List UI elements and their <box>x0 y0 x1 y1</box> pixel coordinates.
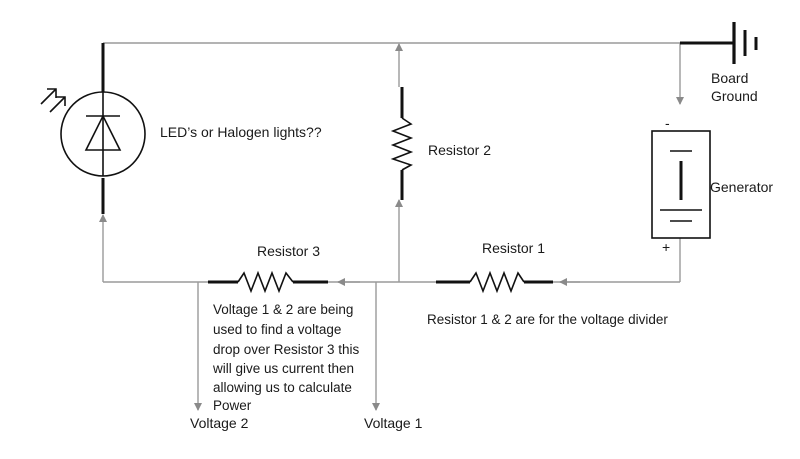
measurement-note-line: will give us current then <box>212 361 354 376</box>
led-symbol-icon <box>40 88 146 177</box>
voltage-probes <box>194 282 380 411</box>
measurement-note-line: used to find a voltage <box>213 322 341 337</box>
resistor-2-icon <box>390 87 414 200</box>
voltage-1-label: Voltage 1 <box>364 415 423 431</box>
generator-minus: - <box>665 115 670 131</box>
measurement-note-line: Power <box>213 398 252 413</box>
light-label: LED’s or Halogen lights?? <box>160 124 322 140</box>
generator-plus: + <box>662 239 670 255</box>
ground-label-line1: Board <box>711 70 748 86</box>
measurement-note: Voltage 1 & 2 are being used to find a v… <box>212 302 360 413</box>
measurement-note-line: allowing us to calculate <box>213 380 352 395</box>
ground-label-line2: Ground <box>711 88 758 104</box>
voltage-2-label: Voltage 2 <box>190 415 249 431</box>
divider-note: Resistor 1 & 2 are for the voltage divid… <box>427 312 668 327</box>
resistor-3-label: Resistor 3 <box>257 243 320 259</box>
measurement-note-line: drop over Resistor 3 this <box>213 342 360 357</box>
resistor-3-icon <box>208 270 328 294</box>
resistor-1-icon <box>436 270 553 294</box>
battery-symbol-icon <box>651 130 711 239</box>
resistor-2-label: Resistor 2 <box>428 142 491 158</box>
generator-label: Generator <box>710 179 773 195</box>
ground-symbol-icon <box>680 22 758 64</box>
resistor-1-label: Resistor 1 <box>482 240 545 256</box>
measurement-note-line: Voltage 1 & 2 are being <box>213 302 353 317</box>
